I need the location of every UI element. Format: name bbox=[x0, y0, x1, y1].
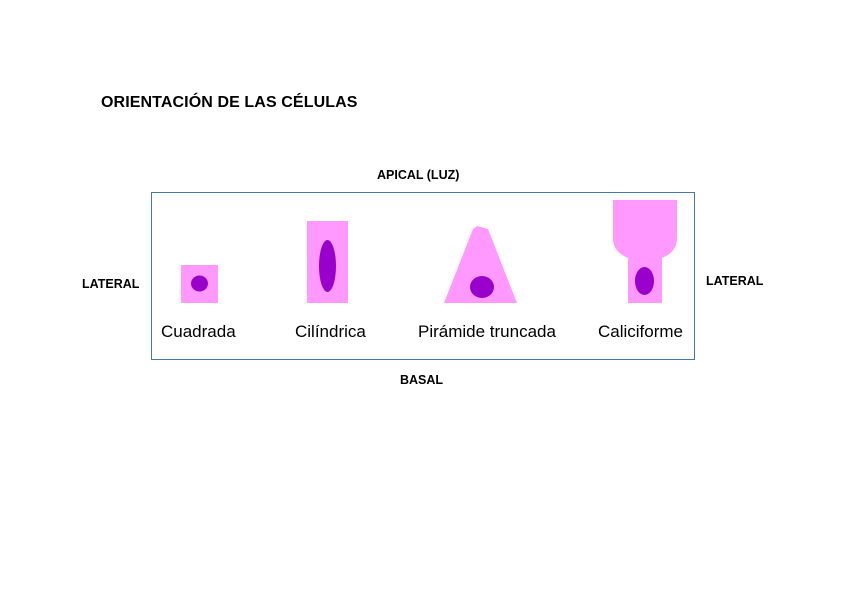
cell-piramide-truncada bbox=[444, 226, 517, 303]
cell-label-cuadrada: Cuadrada bbox=[161, 322, 236, 341]
basal-label: BASAL bbox=[400, 373, 444, 387]
cell-caliciforme bbox=[613, 200, 677, 303]
cell-piramide-nucleus bbox=[470, 276, 494, 298]
lateral-right-label: LATERAL bbox=[706, 274, 764, 288]
cell-piramide-cytoplasm bbox=[444, 226, 517, 303]
cell-cuadrada-nucleus bbox=[191, 275, 208, 292]
cell-label-piramide-truncada: Pirámide truncada bbox=[418, 322, 556, 341]
cell-label-cilindrica: Cilíndrica bbox=[295, 322, 366, 341]
cell-caliciforme-cytoplasm bbox=[613, 200, 677, 303]
cell-cuadrada bbox=[181, 265, 218, 303]
apical-label: APICAL (LUZ) bbox=[377, 168, 460, 182]
cell-label-caliciforme: Caliciforme bbox=[598, 322, 684, 341]
cell-caliciforme-nucleus bbox=[635, 267, 654, 295]
page-title: ORIENTACIÓN DE LAS CÉLULAS bbox=[101, 94, 358, 111]
cell-cilindrica bbox=[307, 221, 348, 303]
cell-cilindrica-nucleus bbox=[319, 240, 336, 292]
cell-diagram-frame bbox=[151, 192, 695, 360]
lateral-left-label: LATERAL bbox=[82, 277, 140, 291]
